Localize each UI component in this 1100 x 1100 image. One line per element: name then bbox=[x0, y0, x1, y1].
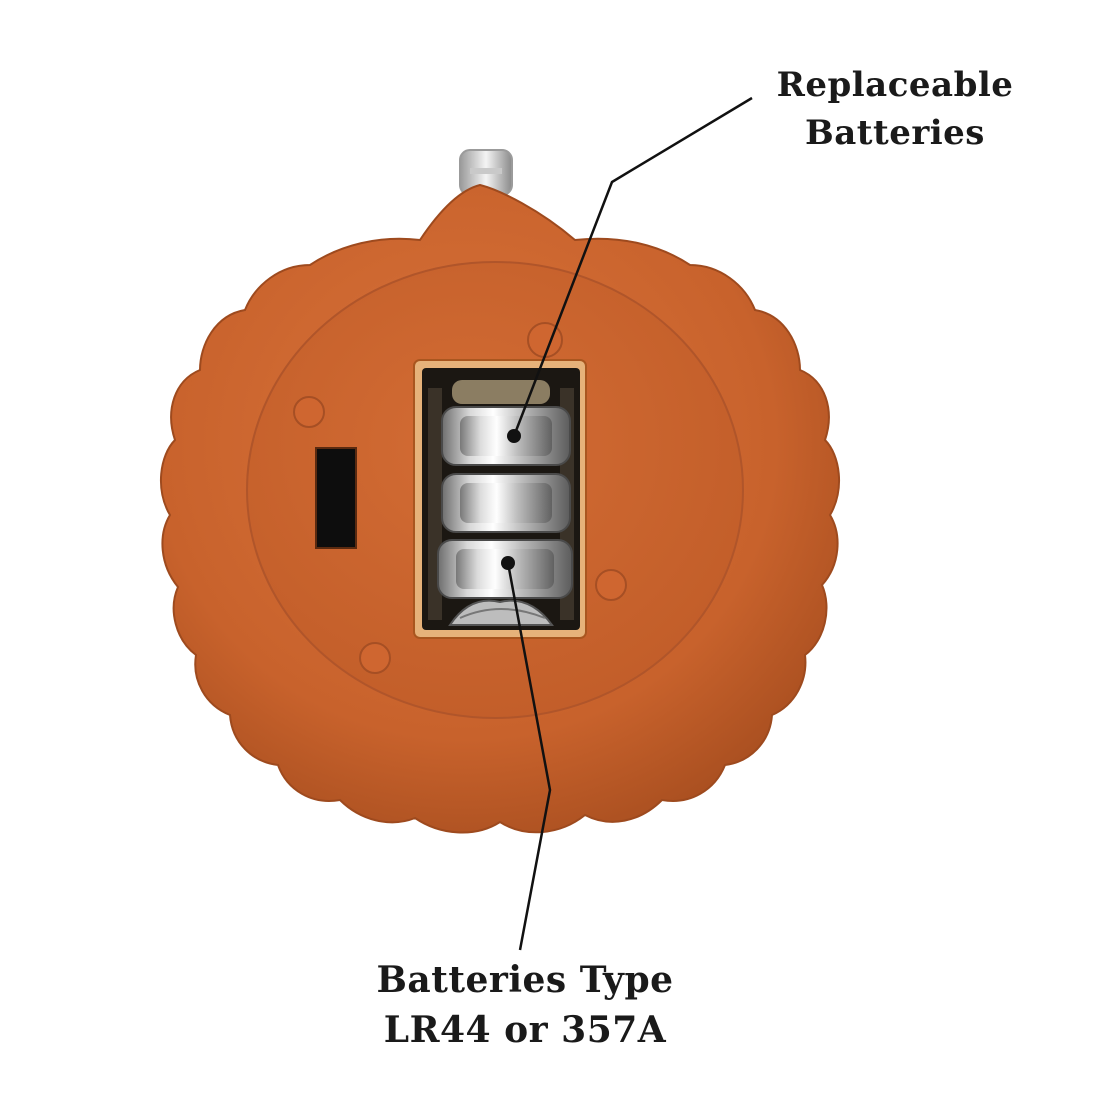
callout-lines bbox=[506, 96, 753, 951]
battery-cell-1 bbox=[441, 406, 571, 466]
callout-line-bottom bbox=[506, 562, 552, 951]
callout-dot-top bbox=[507, 429, 521, 443]
callout-top-line2: Batteries bbox=[805, 113, 985, 153]
callout-line-top bbox=[512, 96, 753, 437]
callout-top-line1: Replaceable bbox=[776, 65, 1014, 105]
callout-dots bbox=[501, 429, 521, 570]
callout-label-replaceable-batteries: Replaceable Batteries bbox=[760, 68, 1030, 150]
battery-cell-2 bbox=[441, 473, 571, 533]
callout-dot-bottom bbox=[501, 556, 515, 570]
led-tip bbox=[459, 149, 513, 196]
button-cells bbox=[437, 406, 573, 599]
callout-bottom-line1: Batteries Type bbox=[376, 959, 674, 1001]
callout-label-battery-type: Batteries Type LR44 or 357A bbox=[350, 962, 700, 1048]
switch-slot bbox=[315, 447, 357, 549]
callout-bottom-line2: LR44 or 357A bbox=[383, 1009, 667, 1051]
